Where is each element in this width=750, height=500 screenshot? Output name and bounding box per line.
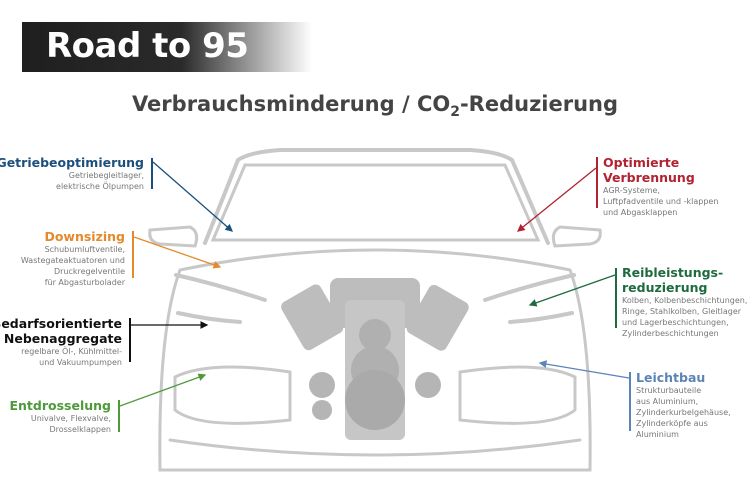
callout-verbrennung: Optimierte Verbrennung AGR-Systeme, Luft… (597, 155, 718, 218)
callout-text: Kolben, Kolbenbeschichtungen, Ringe, Sta… (622, 296, 748, 338)
subtitle-sub: 2 (450, 104, 460, 121)
callout-reibleistung: Reibleistungs- reduzierung Kolben, Kolbe… (616, 265, 747, 339)
callout-title: Optimierte Verbrennung (603, 155, 695, 185)
callout-getriebeoptimierung: Getriebeoptimierung Getriebegleitlager, … (0, 155, 150, 192)
callout-text: Schubumluftventile, Wastegateaktuatoren … (20, 245, 125, 287)
callout-title: Bedarfsorientierte Nebenaggregate (0, 316, 122, 346)
callout-text: regelbare Öl-, Kühlmittel- und Vakuumpum… (21, 347, 122, 367)
subtitle-rest: -Reduzierung (459, 92, 619, 116)
callout-nebenaggregate: Bedarfsorientierte Nebenaggregate regelb… (0, 316, 128, 368)
engine-graphic (281, 278, 469, 440)
callout-text: AGR-Systeme, Luftpfadventile und -klappe… (603, 186, 719, 217)
subtitle-main: Verbrauchsminderung / CO (131, 92, 451, 116)
callout-title: Getriebeoptimierung (0, 155, 144, 170)
callout-arrows (118, 157, 631, 432)
subtitle: Verbrauchsminderung / CO2-Reduzierung (0, 92, 750, 120)
callout-title: Entdrosselung (9, 398, 111, 413)
callout-entdrosselung: Entdrosselung Univalve, Flexvalve, Dross… (9, 398, 117, 435)
callout-text: Getriebegleitlager, elektrische Ölpumpen (56, 171, 144, 191)
callout-text: Strukturbauteile aus Aluminium, Zylinder… (636, 386, 731, 439)
car-outline (148, 148, 602, 472)
callout-title: Leichtbau (636, 370, 706, 385)
callout-leichtbau: Leichtbau Strukturbauteile aus Aluminium… (630, 370, 731, 440)
callout-title: Downsizing (44, 229, 125, 244)
title-banner: Road to 95 (22, 22, 312, 72)
callout-text: Univalve, Flexvalve, Drosselklappen (30, 414, 111, 434)
callout-title: Reibleistungs- reduzierung (622, 265, 724, 295)
callout-downsizing: Downsizing Schubumluftventile, Wastegate… (21, 229, 131, 288)
banner-title: Road to 95 (46, 26, 249, 66)
